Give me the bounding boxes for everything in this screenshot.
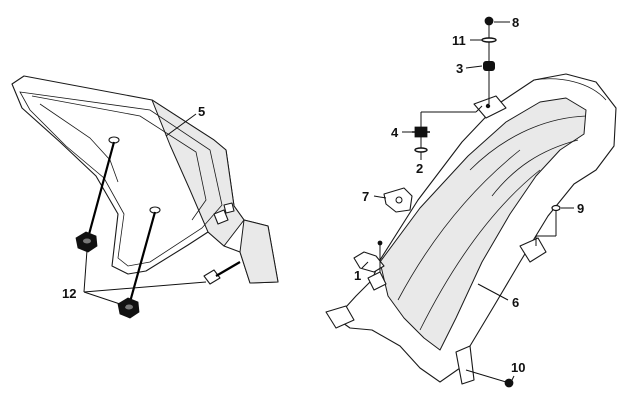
- screw-part-9: [535, 204, 561, 246]
- callout-4: 4: [391, 125, 399, 140]
- front-fender-part-6: [325, 73, 617, 385]
- leader-lines: [83, 21, 574, 381]
- callout-7: 7: [362, 189, 369, 204]
- callout-8: 8: [512, 15, 519, 30]
- callout-9: 9: [577, 201, 584, 216]
- callout-2: 2: [416, 161, 423, 176]
- callout-11: 11: [452, 33, 466, 48]
- clip-part-1: [353, 240, 385, 273]
- callout-1: 1: [354, 268, 361, 283]
- bracket-part-7: [383, 187, 413, 213]
- callout-3: 3: [456, 61, 463, 76]
- callout-6: 6: [512, 295, 519, 310]
- callout-labels: 5 12 8 11 3 4 2 7 1 9 6 10: [62, 15, 584, 375]
- inner-fender-part-5: [11, 75, 279, 284]
- fastener-part-12: [75, 141, 241, 319]
- callout-10: 10: [511, 360, 525, 375]
- screw-part-10: [465, 369, 514, 388]
- callout-5: 5: [198, 104, 205, 119]
- top-fastener-stack: [481, 16, 497, 104]
- callout-12: 12: [62, 286, 76, 301]
